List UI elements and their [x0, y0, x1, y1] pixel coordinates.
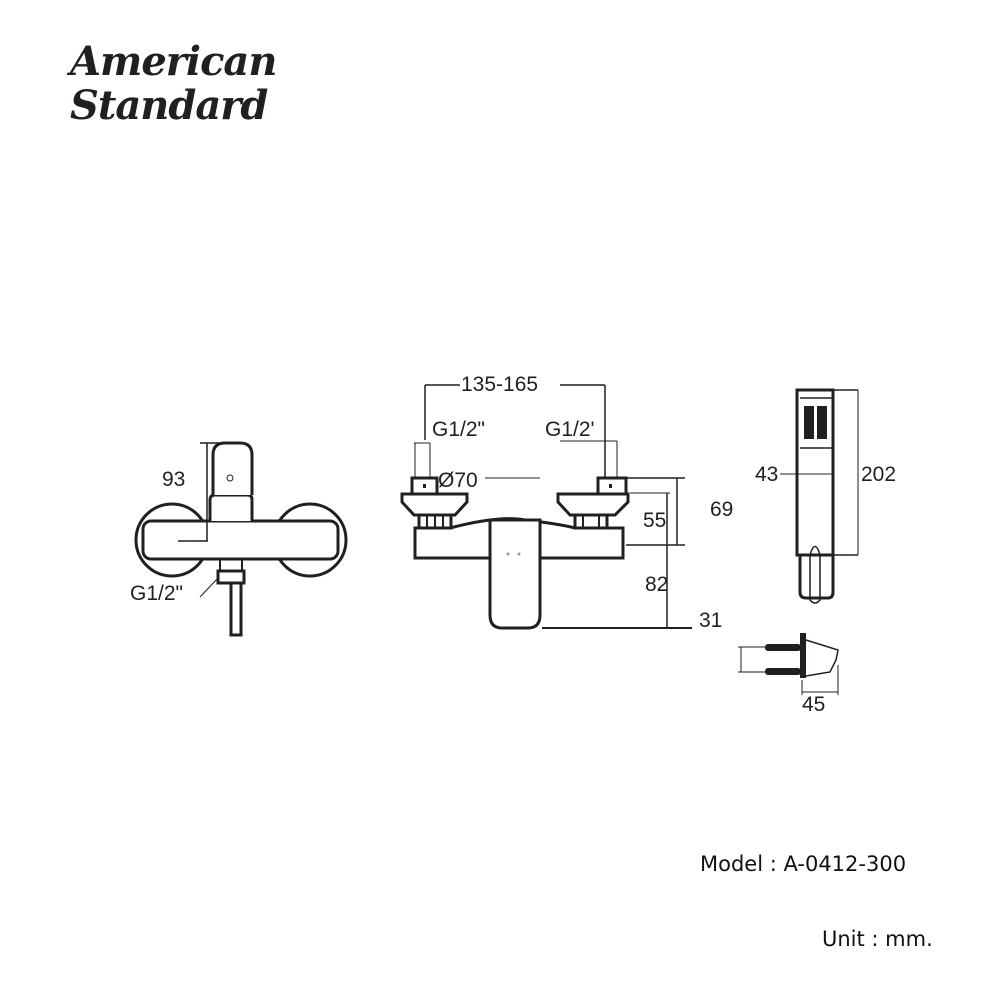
dim-43-label: 43 [755, 463, 778, 486]
dim-45-label: 45 [802, 693, 825, 716]
unit-label: Unit : mm. [822, 927, 933, 951]
logo-line-1: American [70, 38, 277, 85]
logo-line-2: Standard [70, 82, 268, 129]
brand-logo: American Standard [70, 38, 277, 129]
right-inlet-label: G1/2' [545, 418, 595, 441]
dim-93-label: 93 [162, 468, 185, 491]
flange-diameter-label: Ø70 [438, 469, 478, 492]
holder-view: 45 [738, 633, 839, 716]
dim-69-label: 69 [710, 498, 733, 521]
left-inlet-label: G1/2" [432, 418, 485, 441]
dim-82-label: 82 [645, 573, 668, 596]
dim-spacing-label: 135-165 [461, 373, 538, 396]
model-number: Model : A-0412-300 [700, 852, 907, 876]
side-inlet-label: G1/2" [130, 582, 183, 605]
dim-202-label: 202 [861, 463, 896, 486]
dim-31-label: 31 [699, 609, 722, 632]
side-view: 93 G1/2" [130, 441, 348, 637]
dim-55-label: 55 [643, 509, 666, 532]
front-view: 135-165 G1/2" G1/2' Ø70 69 [400, 373, 733, 632]
hand-shower-view: 43 202 [755, 388, 896, 604]
